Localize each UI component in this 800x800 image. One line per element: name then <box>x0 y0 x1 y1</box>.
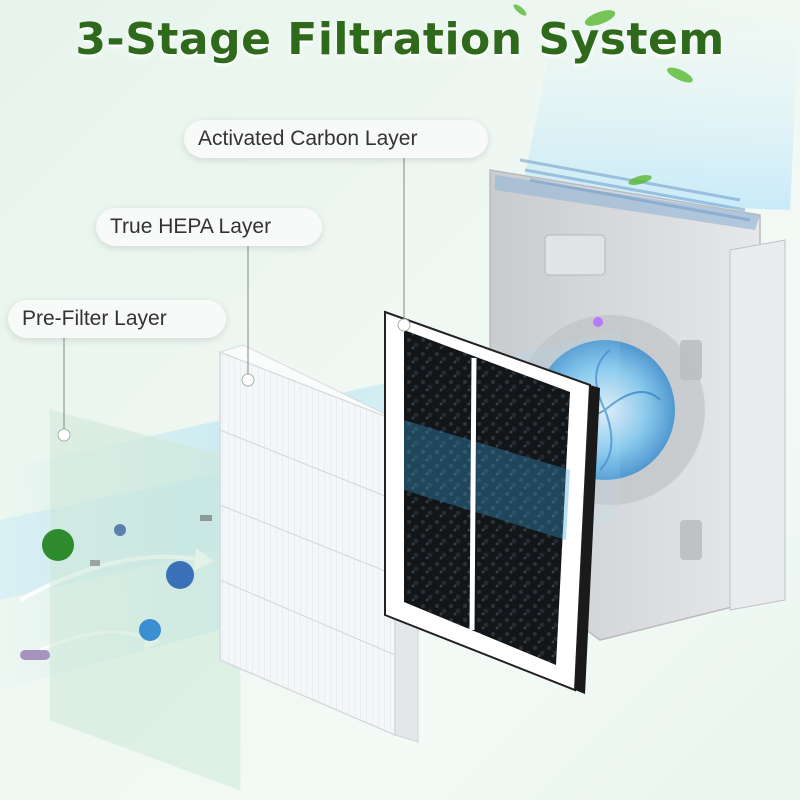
label-pre-filter-layer: Pre-Filter Layer <box>8 300 226 338</box>
pollutant-particles <box>20 515 263 660</box>
label-activated-carbon-layer: Activated Carbon Layer <box>184 120 488 158</box>
label-text: Activated Carbon Layer <box>198 127 418 150</box>
uv-light-icon <box>593 317 603 327</box>
hepa-marker-icon <box>241 373 255 387</box>
label-text: True HEPA Layer <box>110 215 272 238</box>
virus-icon <box>166 561 194 589</box>
outflow-beam <box>520 0 800 210</box>
carbon-filter <box>384 310 600 694</box>
prefilter-marker-icon <box>57 428 71 442</box>
page-title: 3-Stage Filtration System <box>75 14 725 65</box>
carbon-marker-icon <box>397 318 411 332</box>
bacteria-icon <box>42 529 74 561</box>
label-text: Pre-Filter Layer <box>22 307 167 330</box>
label-true-hepa-layer: True HEPA Layer <box>96 208 322 246</box>
virus-icon-2 <box>139 619 161 641</box>
leaf-decorations <box>513 4 693 185</box>
pre-filter-sheet <box>49 409 241 791</box>
label-leader-lines <box>63 158 405 429</box>
